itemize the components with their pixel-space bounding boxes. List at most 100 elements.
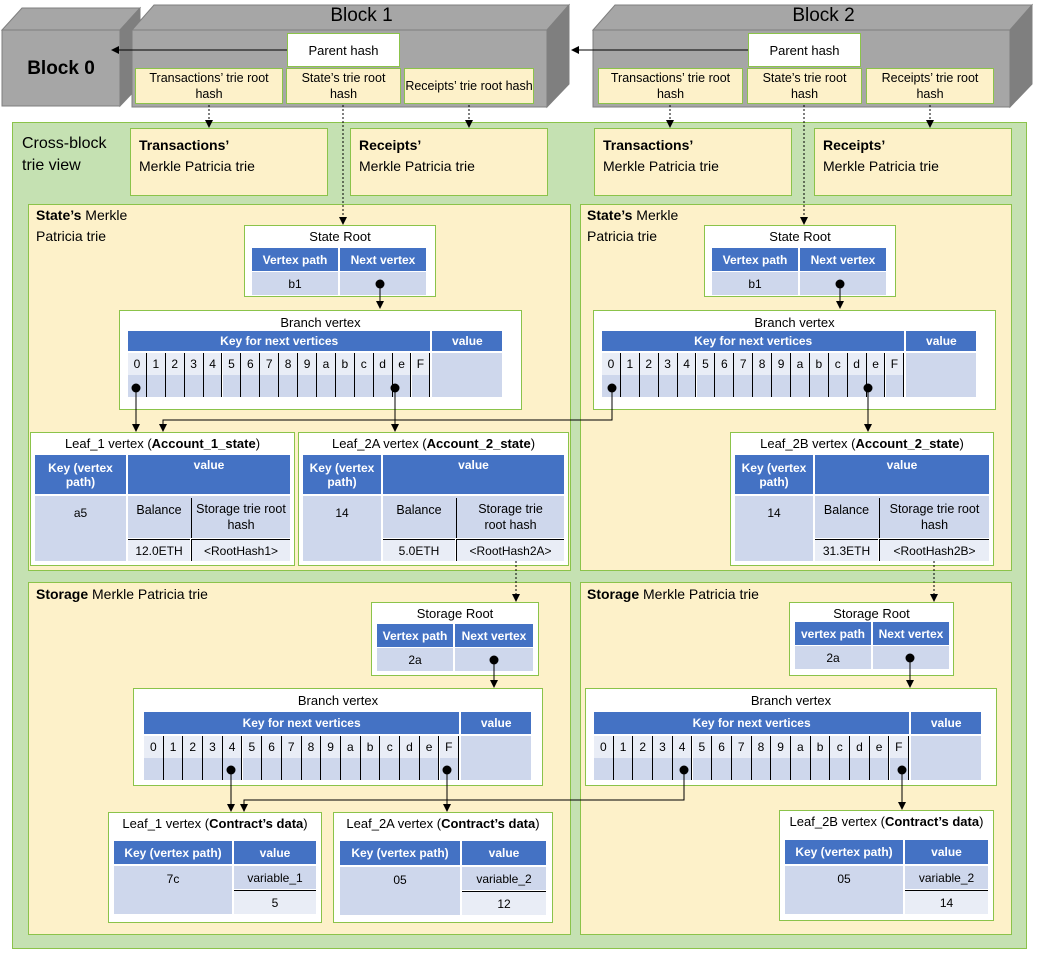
branch-title: Branch vertex — [750, 692, 832, 708]
branch-title: Branch vertex — [280, 314, 361, 330]
branch-key-label: d — [847, 353, 867, 375]
branch-pointer-cell — [658, 375, 678, 397]
block2-storage-title: Storage Merkle Patricia trie — [587, 584, 759, 605]
branch-key-label: 9 — [771, 736, 791, 758]
branch-pointer-cell — [602, 375, 621, 397]
block2-tx-root: Transactions’ trie root hash — [598, 68, 743, 104]
tx-trie-name: Merkle Patricia trie — [139, 158, 255, 174]
storage-root-next — [873, 646, 949, 669]
leaf-key-header: Key (vertex path) — [785, 840, 903, 864]
branch-key-label: a — [341, 736, 361, 758]
branch-pointer-cell — [810, 758, 831, 780]
state-root-path: b1 — [712, 272, 798, 295]
leaf-var: variable_2 — [905, 866, 988, 889]
branch-key-label: a — [317, 353, 336, 375]
branch-value-header: value — [911, 712, 982, 734]
branch-pointer-cell — [144, 758, 164, 780]
branch-pointer-cell — [692, 758, 713, 780]
branch-key-label: 1 — [146, 353, 166, 375]
branch-key-label: d — [400, 736, 420, 758]
block-2-label: Block 2 — [792, 5, 855, 26]
leaf-title: Leaf_2B vertex (Contract’s data) — [789, 814, 984, 829]
branch-key-label: 9 — [321, 736, 341, 758]
branch-pointer-cell — [885, 375, 905, 397]
branch-pointer-cell — [847, 375, 867, 397]
branch-title: Branch vertex — [754, 314, 835, 330]
branch-key-label: e — [869, 736, 890, 758]
branch-pointer-cell — [360, 758, 381, 780]
branch-pointer-cell — [262, 758, 282, 780]
state-root-title: State Root — [309, 228, 371, 244]
block1-tx-trie: Transactions’ Merkle Patricia trie — [130, 128, 328, 196]
tx-trie-name: Merkle Patricia trie — [603, 158, 719, 174]
leaf-title: Leaf_2A vertex (Account_2_state) — [331, 436, 536, 451]
branch-value-cell — [911, 736, 982, 780]
leaf-val: 12 — [462, 891, 546, 915]
branch-pointer-cell — [146, 375, 166, 397]
branch-key-label: e — [419, 736, 440, 758]
branch-key-label: 2 — [183, 736, 204, 758]
leaf-value-area — [383, 496, 564, 538]
leaf-storage-root-label: Storage trie root hash — [191, 498, 290, 538]
leaf-value-header: value — [905, 840, 988, 864]
branch-pointer-cell — [411, 375, 431, 397]
branch-pointer-cell — [301, 758, 322, 780]
branch-key-label: 0 — [144, 736, 164, 758]
branch-pointer-cell — [321, 758, 341, 780]
state-rest1: Merkle — [85, 207, 128, 223]
block2-tx-trie: Transactions’ Merkle Patricia trie — [594, 128, 792, 196]
block-0-label: Block 0 — [27, 58, 95, 79]
branch-pointer-cell — [731, 758, 752, 780]
storage-root-title: Storage Root — [416, 605, 494, 621]
branch-key-label: 9 — [298, 353, 317, 375]
branch-pointer-cell — [639, 375, 659, 397]
leaf-storage-root-label: Storage trie root hash — [456, 498, 564, 538]
branch-pointer-cell — [753, 375, 773, 397]
block2-receipts-root: Receipts’ trie root hash — [866, 68, 994, 104]
branch-pointer-cell — [677, 375, 697, 397]
storage-rest: Merkle Patricia trie — [92, 586, 208, 602]
branch-key-header: Key for next vertices — [144, 712, 460, 734]
state-bold: State’s — [587, 207, 633, 223]
branch-key-label: c — [830, 736, 851, 758]
receipts-trie-name: Merkle Patricia trie — [359, 158, 475, 174]
branch-key-label: 5 — [222, 353, 242, 375]
block1-state-root: State’s trie root hash — [286, 68, 401, 104]
branch-key-label: c — [380, 736, 401, 758]
branch-key-label: 5 — [692, 736, 713, 758]
branch-pointer-cell — [889, 758, 910, 780]
branch-key-label: 7 — [731, 736, 752, 758]
branch-key-label: 8 — [751, 736, 772, 758]
branch-value-header: value — [432, 331, 503, 351]
tx-trie-bold: Transactions’ — [603, 137, 694, 153]
branch-key-label: b — [809, 353, 829, 375]
branch-key-label: 1 — [620, 353, 640, 375]
branch-key-label: 2 — [639, 353, 659, 375]
branch-pointer-cell — [850, 758, 870, 780]
leaf-value-header: value — [128, 455, 290, 494]
branch-key-label: 7 — [734, 353, 754, 375]
branch-pointer-cell — [696, 375, 716, 397]
branch-key-label: b — [360, 736, 381, 758]
branch-key-label: 0 — [602, 353, 621, 375]
branch-pointer-cell — [222, 758, 243, 780]
leaf-title: Leaf_2B vertex (Account_2_state) — [760, 436, 964, 451]
receipts-trie-bold: Receipts’ — [359, 137, 422, 153]
branch-pointer-cell — [165, 375, 185, 397]
branch-pointer-cell — [260, 375, 280, 397]
branch-key-label: 3 — [658, 353, 678, 375]
branch-key-label: a — [791, 736, 811, 758]
branch-key-label: 9 — [772, 353, 791, 375]
branch-pointer-cell — [380, 758, 401, 780]
storage-root-path: 2a — [795, 646, 871, 669]
leaf-value-area — [128, 496, 290, 538]
leaf-key-header: Key (vertex path) — [114, 841, 232, 864]
branch-key-label: d — [850, 736, 870, 758]
storage-bold: Storage — [587, 586, 640, 602]
branch-key-label: b — [810, 736, 831, 758]
leaf-key-header: Key (vertex path) — [735, 455, 813, 494]
storage-root-next — [455, 648, 533, 671]
branch-key-header: Key for next vertices — [128, 331, 431, 351]
branch-pointer-cell — [241, 375, 261, 397]
storage-root-col-path: Vertex path — [377, 624, 453, 647]
